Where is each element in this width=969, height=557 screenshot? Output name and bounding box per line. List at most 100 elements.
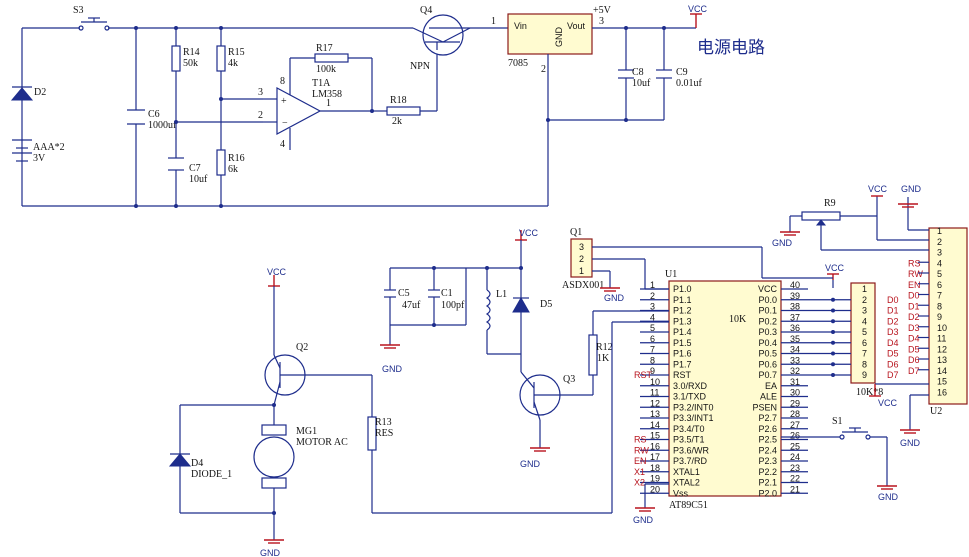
mcu-right-pin-num: 31 [790, 377, 800, 387]
data-bus-label: D0 [887, 295, 899, 305]
gnd-label-c5: GND [382, 364, 403, 374]
mcu-right-pin-name: P0.5 [758, 349, 777, 359]
mcu-left-pin-name: P1.2 [673, 306, 692, 316]
junction [831, 340, 835, 345]
mcu-right-pin-name: P2.3 [758, 456, 777, 466]
c8-ref: C8 [632, 67, 644, 78]
c5-value: 47uf [402, 300, 421, 311]
r15-value: 4k [228, 58, 238, 69]
l1-ref: L1 [496, 289, 507, 300]
reg-vout: Vout [567, 21, 586, 31]
lcd-pin: 13 [937, 355, 947, 365]
mcu-right-pin-name: P2.0 [758, 488, 777, 498]
mcu-right-pin-name: P2.1 [758, 478, 777, 488]
mcu-left-pin-name: P3.7/RD [673, 456, 708, 466]
lcd-signal: D7 [908, 366, 920, 376]
mcu-net-label: X2 [634, 478, 645, 488]
mcu-left-pin-name: P1.5 [673, 338, 692, 348]
mcu-left-pin-num: 15 [650, 431, 660, 441]
mcu-net-label: X1 [634, 467, 645, 477]
mcu-left-pin-num: 7 [650, 345, 655, 355]
rpack-pin: 6 [862, 338, 867, 348]
q2-ref: Q2 [296, 342, 308, 353]
mg1-ref: MG1 [296, 426, 317, 437]
lcd-pin: 6 [937, 280, 942, 290]
mcu-inner-label: 10K [729, 314, 747, 325]
lcd-ref: U2 [930, 406, 942, 417]
c5-ref: C5 [398, 288, 410, 299]
lcd-pin: 8 [937, 301, 942, 311]
q1-ref: Q1 [570, 227, 582, 238]
opamp-pin1: 1 [326, 98, 331, 109]
mcu-right-pin-name: P0.3 [758, 327, 777, 337]
junction [831, 351, 835, 356]
mcu-left-pin-num: 11 [650, 388, 659, 398]
mcu-net-label: RW [634, 445, 649, 455]
mcu-left-pin-num: 19 [650, 474, 660, 484]
c9-value: 0.01uf [676, 78, 703, 89]
mcu-left-pin-name: P3.2/INT0 [673, 402, 714, 412]
mcu-left-pin-name: RST [673, 370, 692, 380]
lcd-pin: 3 [937, 248, 942, 258]
mcu-part: AT89C51 [669, 500, 708, 511]
mcu-right-pin-num: 22 [790, 474, 800, 484]
vcc-label-q2: VCC [267, 267, 287, 277]
mcu-right-pin-name: P0.7 [758, 370, 777, 380]
mcu-right-pin-num: 32 [790, 366, 800, 376]
mcu-left-pin-num: 1 [650, 280, 655, 290]
mcu-ref: U1 [665, 269, 677, 280]
mcu-right-pin-num: 33 [790, 355, 800, 365]
lcd-pin: 12 [937, 344, 947, 354]
s1-ref: S1 [832, 416, 843, 427]
battery-value: 3V [33, 153, 46, 164]
r14-value: 50k [183, 58, 198, 69]
mcu-right-pin-name: P2.2 [758, 467, 777, 477]
mcu-left-pin-num: 9 [650, 366, 655, 376]
mcu-left-pin-num: 5 [650, 323, 655, 333]
mcu-left-pin-name: P3.4/T0 [673, 424, 705, 434]
reg-ref: 7085 [508, 58, 528, 69]
mcu-right-pin-num: 28 [790, 409, 800, 419]
q1-pin3: 3 [579, 242, 584, 252]
rpack-ref: 10K*8 [856, 387, 883, 398]
lcd-signal: D0 [908, 291, 920, 301]
mcu-right-pin-name: P2.7 [758, 413, 777, 423]
gnd-label-lcd-top: GND [901, 184, 922, 194]
d4-ref: D4 [191, 458, 203, 469]
lcd-pin: 5 [937, 269, 942, 279]
mcu-right-pin-name: P0.6 [758, 359, 777, 369]
mcu-net-label: EN [634, 456, 647, 466]
c8-value: 10uf [632, 78, 651, 89]
gnd-label-mcu: GND [633, 515, 654, 525]
r15-ref: R15 [228, 47, 245, 58]
lcd-pin: 1 [937, 226, 942, 236]
lcd-signal: RS [908, 258, 921, 268]
mcu-left-pin-num: 13 [650, 409, 660, 419]
mcu-left-pin-name: Vss [673, 488, 689, 498]
mcu-right-pin-num: 25 [790, 441, 800, 451]
mcu-left-pin-name: P1.6 [673, 349, 692, 359]
r12-value: 1K [597, 353, 610, 364]
mcu-left-pin-name: 3.1/TXD [673, 392, 707, 402]
r17-value: 100k [316, 64, 336, 75]
junction [831, 297, 835, 302]
lcd-pin: 10 [937, 323, 947, 333]
d5-ref: D5 [540, 299, 552, 310]
rpack-pin: 2 [862, 295, 867, 305]
vcc-label-top: VCC [688, 4, 708, 14]
mcu-right-pin-name: ALE [760, 392, 777, 402]
opamp-pin8: 8 [280, 76, 285, 87]
gnd-label-q1: GND [604, 293, 625, 303]
mcu-right-pin-num: 35 [790, 334, 800, 344]
vcc-label-r9: VCC [868, 184, 888, 194]
mcu-left-pin-num: 17 [650, 452, 660, 462]
lcd-pin: 15 [937, 377, 947, 387]
mcu-left-pin-name: XTAL2 [673, 478, 700, 488]
lcd-pin: 9 [937, 312, 942, 322]
motor-section: VCC C5 47uf C1 100pf L1 D5 GND [168, 228, 669, 557]
c7-value: 10uf [189, 174, 208, 185]
r17-ref: R17 [316, 43, 333, 54]
plus5v-label: +5V [593, 5, 612, 16]
c1-value: 100pf [441, 300, 465, 311]
mcu-left-pin-num: 18 [650, 463, 660, 473]
